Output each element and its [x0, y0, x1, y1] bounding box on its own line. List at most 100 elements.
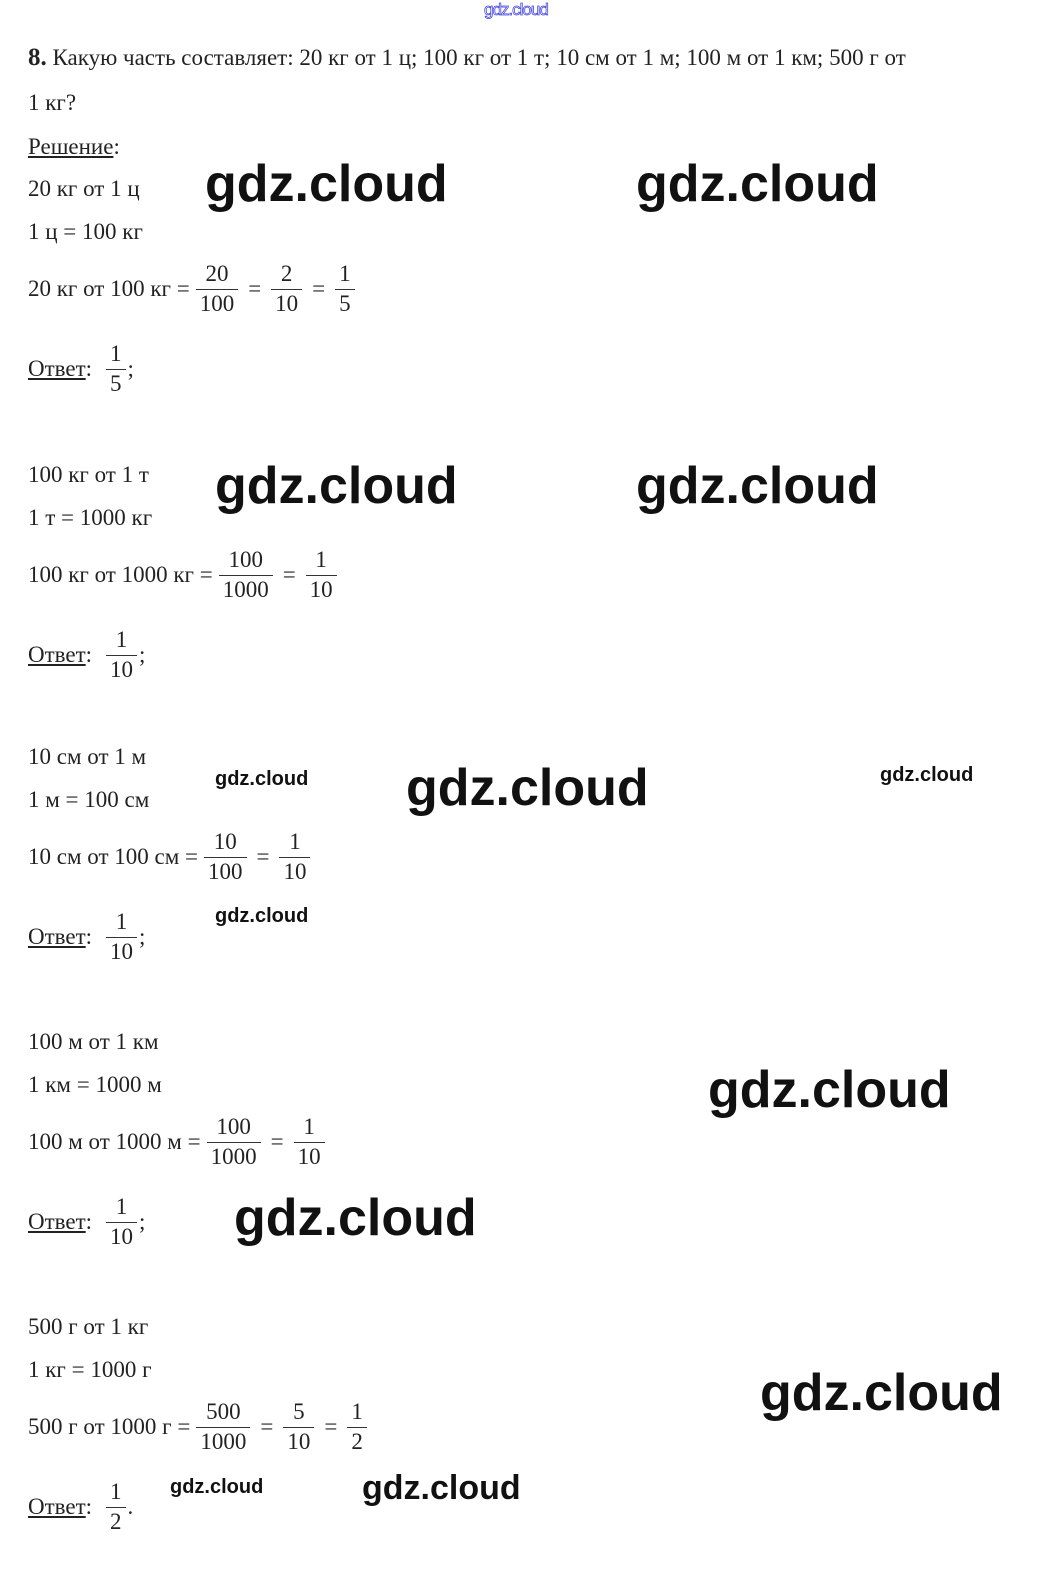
numerator: 1 — [351, 1399, 363, 1424]
solution-heading: Решение: — [28, 134, 120, 160]
header-watermark: gdz.cloud — [484, 0, 550, 19]
answer-punctuation: ; — [139, 642, 146, 668]
numerator: 1 — [115, 1194, 128, 1219]
watermark: gdz.cloud — [406, 759, 649, 817]
task-statement-continued: 1 кг? — [28, 90, 77, 115]
denominator: 100 — [208, 859, 243, 885]
fraction-bar — [279, 857, 311, 859]
answer-label: Ответ — [28, 1494, 86, 1520]
equals-sign: = — [312, 276, 326, 302]
fraction: 100 1000 — [218, 547, 273, 603]
numerator: 100 — [228, 547, 263, 572]
numerator: 20 — [205, 261, 229, 286]
watermark: gdz.cloud — [636, 155, 879, 213]
numerator: 5 — [293, 1399, 305, 1424]
answer-colon: : — [85, 1494, 93, 1520]
solution-colon: : — [113, 134, 120, 159]
equation-lhs: 100 м от 1000 м = — [28, 1129, 201, 1155]
fraction-bar — [106, 369, 126, 371]
fraction-bar — [293, 1142, 325, 1144]
equals-sign: = — [260, 1414, 274, 1440]
equation-lhs: 10 см от 100 см = — [28, 844, 198, 870]
answer-label: Ответ — [28, 642, 86, 668]
numerator: 1 — [339, 261, 351, 286]
answer-punctuation: ; — [139, 1209, 146, 1235]
denominator: 10 — [275, 291, 299, 317]
denominator: 10 — [309, 577, 333, 603]
equation-lhs: 500 г от 1000 г = — [28, 1414, 191, 1440]
numerator: 10 — [213, 829, 237, 854]
denominator: 10 — [110, 657, 134, 683]
answer-colon: : — [85, 356, 93, 382]
fraction-bar — [204, 857, 247, 859]
equals-sign: = — [256, 844, 270, 870]
denominator: 10 — [297, 1144, 321, 1170]
fraction-bar — [196, 1427, 251, 1429]
answer-heading: Ответ: — [28, 924, 92, 950]
section-title: 100 м от 1 км — [28, 1029, 159, 1054]
watermark: gdz.cloud — [708, 1061, 951, 1119]
numerator: 1 — [303, 1114, 315, 1139]
unit-conversion: 1 т = 1000 кг — [28, 505, 153, 530]
watermark: gdz.cloud — [215, 905, 309, 927]
denominator: 100 — [199, 291, 235, 317]
unit-conversion: 1 м = 100 см — [28, 787, 150, 812]
numerator: 1 — [110, 341, 122, 366]
numerator: 1 — [115, 627, 128, 652]
numerator: 1 — [110, 1479, 122, 1504]
watermark: gdz.cloud — [636, 457, 879, 515]
denominator: 5 — [110, 371, 122, 397]
unit-conversion: 1 км = 1000 м — [28, 1072, 162, 1097]
answer-punctuation: ; — [139, 924, 146, 950]
denominator: 5 — [339, 291, 351, 317]
fraction-bar — [347, 1427, 367, 1429]
task-text: Какую часть составляет: 20 кг от 1 ц; 10… — [52, 45, 906, 70]
unit-conversion: 1 ц = 100 кг — [28, 219, 143, 244]
section-title: 100 кг от 1 т — [28, 462, 149, 487]
answer-colon: : — [85, 924, 93, 950]
answer-label: Ответ — [28, 924, 86, 950]
answer-heading: Ответ: — [28, 642, 92, 668]
fraction-bar — [106, 1507, 126, 1509]
watermark: gdz.cloud — [760, 1364, 1003, 1422]
fraction-bar — [305, 575, 337, 577]
section-title: 500 г от 1 кг — [28, 1314, 149, 1339]
fraction-bar — [206, 1142, 261, 1144]
watermark: gdz.cloud — [362, 1469, 521, 1507]
answer-colon: : — [85, 642, 93, 668]
watermark: gdz.cloud — [170, 1476, 264, 1498]
answer-heading: Ответ: — [28, 356, 92, 382]
denominator: 10 — [287, 1429, 311, 1455]
numerator: 2 — [280, 261, 293, 286]
unit-conversion: 1 кг = 1000 г — [28, 1357, 152, 1382]
denominator: 2 — [110, 1509, 122, 1535]
answer-label: Ответ — [28, 1209, 86, 1235]
fraction-bar — [283, 1427, 315, 1429]
denominator: 1000 — [222, 577, 269, 603]
denominator: 10 — [110, 1224, 134, 1250]
numerator: 1 — [289, 829, 301, 854]
equals-sign: = — [248, 276, 262, 302]
task-number: 8. — [28, 44, 47, 71]
watermark: gdz.cloud — [880, 764, 974, 786]
section-title: 10 см от 1 м — [28, 744, 147, 769]
